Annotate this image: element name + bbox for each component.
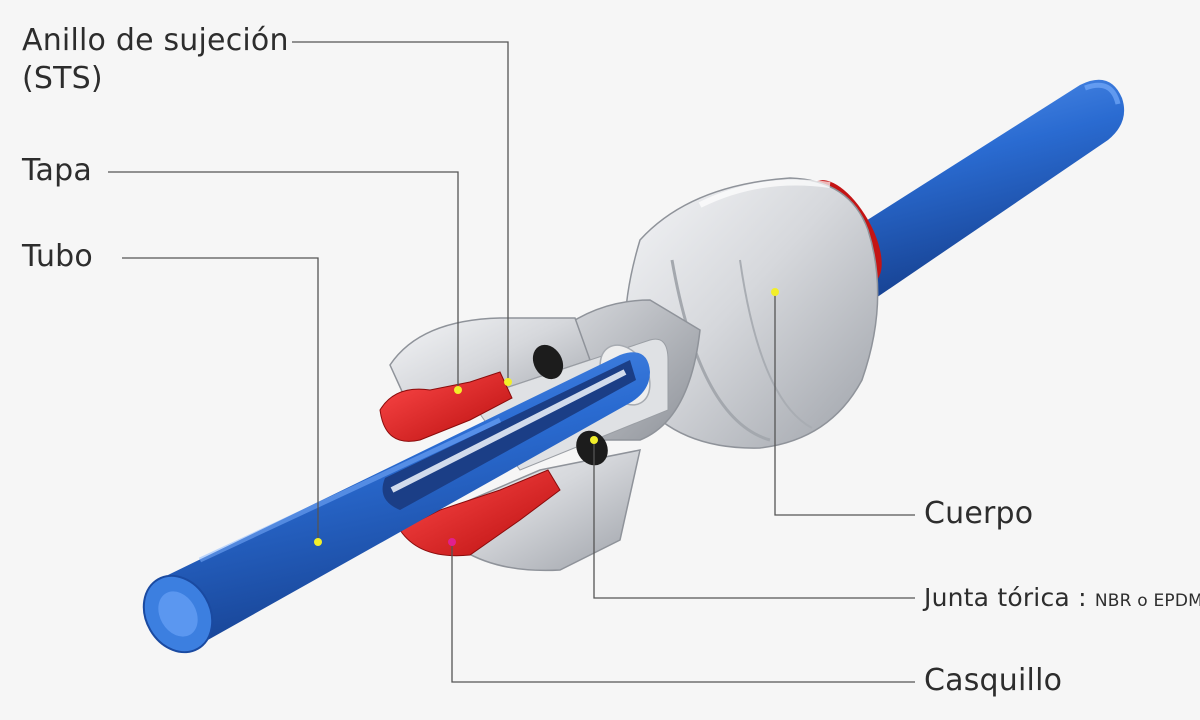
leader-lines [108,41,915,683]
label-anillo: Anillo de sujeción (STS) [22,22,289,98]
marker-tubo [314,538,322,546]
marker-casquillo [448,538,456,546]
leader-tapa [108,171,459,388]
label-anillo-line2: (STS) [22,61,103,96]
leader-anillo [292,41,509,382]
label-junta: Junta tórica : NBR o EPDM [924,583,1200,616]
label-tapa: Tapa [22,153,92,188]
leader-cuerpo [774,292,915,516]
label-casquillo: Casquillo [924,663,1063,698]
label-junta-name: Junta tórica : [924,583,1087,612]
label-anillo-line1: Anillo de sujeción [22,23,289,58]
leader-casquillo [451,542,915,683]
label-cuerpo: Cuerpo [924,496,1034,531]
marker-cuerpo [771,288,779,296]
tube-right [820,79,1125,302]
leader-tubo [122,257,319,540]
marker-tapa [454,386,462,394]
label-junta-material: NBR o EPDM [1094,591,1200,611]
leader-junta [593,440,915,599]
marker-junta [590,436,598,444]
marker-anillo [504,378,512,386]
tube-left [142,352,650,654]
label-tubo: Tubo [22,239,93,274]
marker-dots [314,288,779,546]
